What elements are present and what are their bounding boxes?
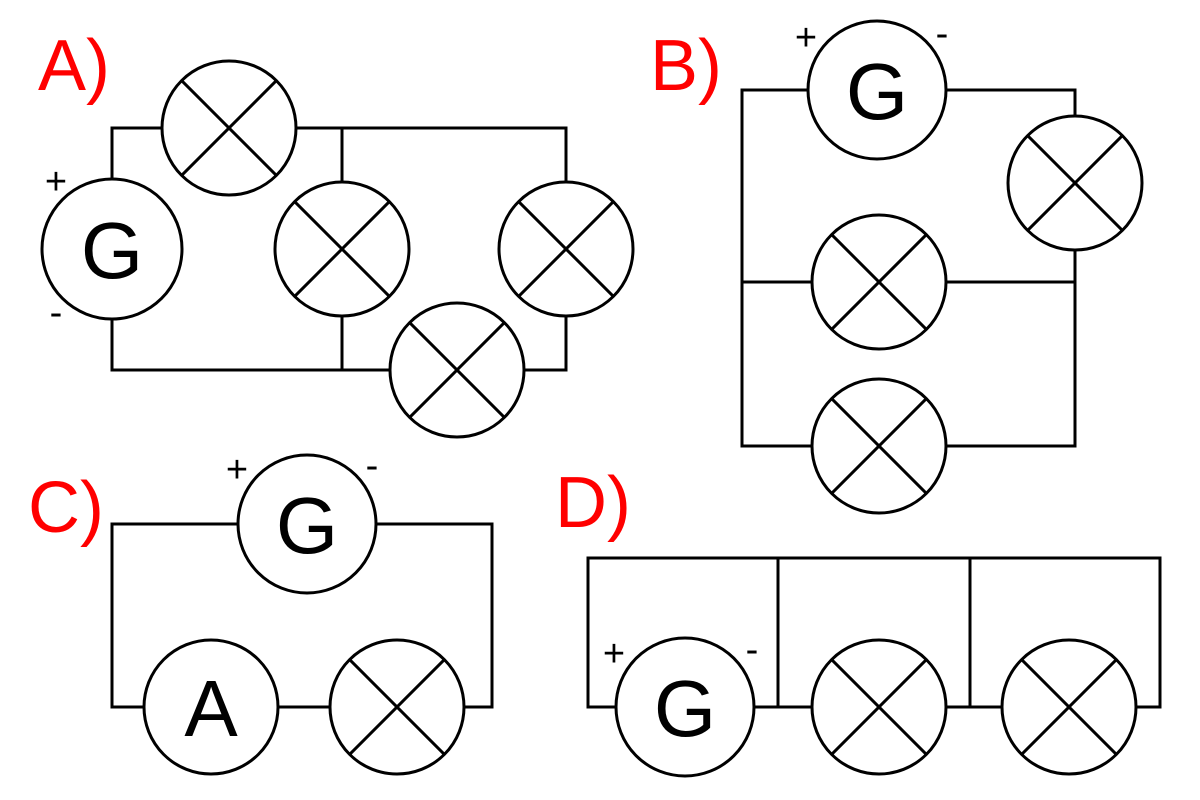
circuit-a: A) G + - [38,26,635,439]
generator-d-plus: + [603,633,625,675]
circuit-c-wires [110,522,494,709]
circuit-b: B) G + - [650,13,1144,515]
lamp-a3 [497,180,635,318]
label-d: D) [555,463,631,543]
generator-c-minus: - [366,445,379,487]
lamp-b3 [810,377,948,515]
label-a: A) [38,26,110,106]
generator-a-symbol: G [81,206,143,295]
circuit-b-wires [740,88,1077,448]
circuit-a-wires [110,126,568,372]
generator-c: G + - [226,445,379,595]
lamp-b1 [1006,114,1144,252]
circuit-d-wires [586,556,1162,709]
ammeter-c: A [142,638,280,776]
generator-a-minus: - [50,292,63,334]
lamp-b2 [810,213,948,351]
lamp-c1 [328,638,466,776]
ammeter-c-symbol: A [184,664,238,753]
lamp-d1 [810,638,948,776]
generator-d-symbol: G [654,664,716,753]
label-b: B) [650,26,722,106]
generator-d-minus: - [746,629,759,671]
circuit-c: C) G + - A [28,445,494,776]
generator-d: G + - [603,629,759,778]
generator-c-plus: + [226,449,248,491]
generator-a: G + - [40,161,184,334]
lamp-a2 [273,180,411,318]
generator-b-symbol: G [846,47,908,136]
generator-b: G + - [795,13,949,161]
generator-b-minus: - [936,13,949,55]
circuit-d: D) G + - [555,463,1162,778]
generator-c-symbol: G [276,481,338,570]
label-c: C) [28,468,104,548]
lamp-a1 [160,59,298,197]
generator-a-plus: + [45,161,67,203]
lamp-d2 [1000,638,1138,776]
lamp-a4 [388,301,526,439]
generator-b-plus: + [795,17,817,59]
